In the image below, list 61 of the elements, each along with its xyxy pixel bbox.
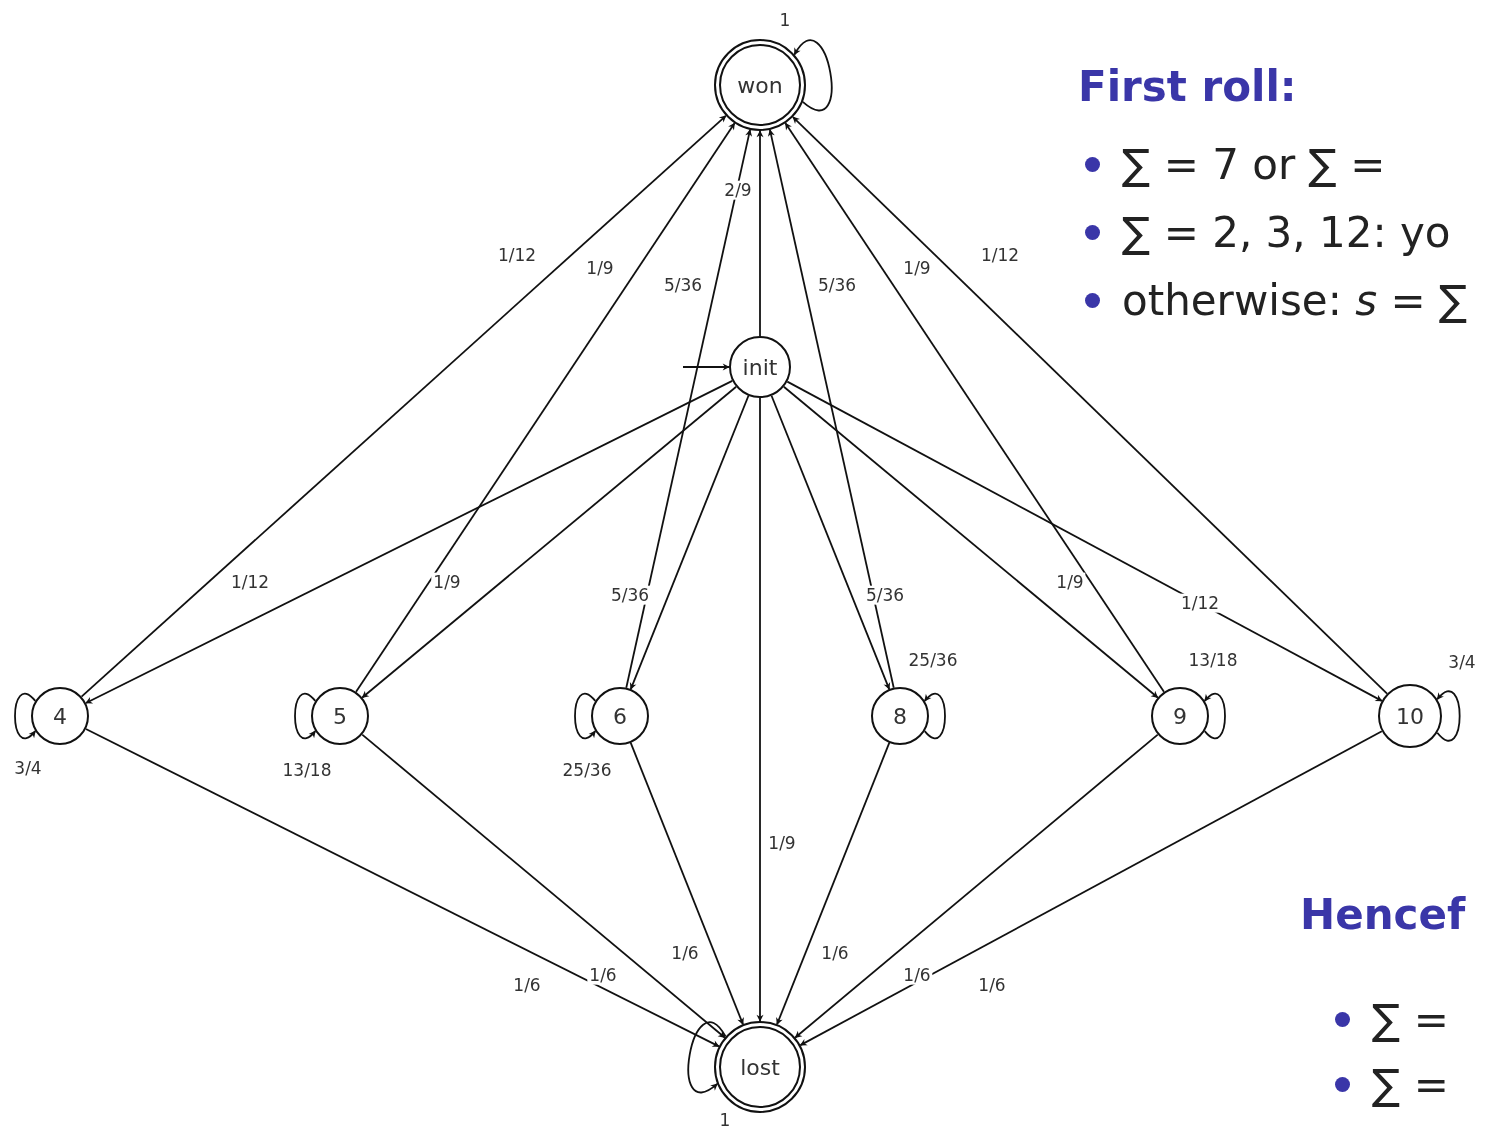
self-loop-arrow — [294, 692, 317, 740]
state-circle — [729, 336, 791, 398]
arrow — [80, 114, 727, 698]
edge-label: 25/36 — [906, 650, 960, 670]
state-label: 9 — [1173, 703, 1187, 729]
self-loop-arrow — [574, 692, 597, 740]
state-label: won — [737, 72, 783, 98]
arrow — [361, 385, 738, 699]
arrow — [85, 379, 734, 704]
bullet-text: ∑ = 2, 3, 12: yo — [1122, 208, 1451, 257]
heading: Hencef — [1300, 890, 1466, 939]
state-label: lost — [740, 1054, 780, 1080]
bullet-text: otherwise: s = ∑ — [1122, 276, 1468, 325]
state-circle — [31, 687, 89, 745]
edge-label: 1/6 — [587, 965, 619, 985]
state-label: 8 — [893, 703, 907, 729]
self-loop-arrow — [14, 692, 37, 740]
edge-label: 2/9 — [722, 180, 754, 200]
self-loop-arrow — [793, 39, 833, 111]
arrow — [756, 397, 764, 1022]
bullet-text: ∑ = — [1372, 995, 1449, 1044]
arrow — [361, 733, 726, 1039]
accepting-state-circle — [714, 1021, 806, 1113]
accepting-state-circle — [714, 39, 806, 131]
arrow — [770, 394, 891, 690]
edge-label: 25/36 — [560, 760, 614, 780]
arrow — [792, 116, 1388, 695]
bullet-text: ∑ = 7 or ∑ = — [1122, 140, 1386, 189]
state-label: init — [742, 354, 778, 380]
state-circle — [1151, 687, 1209, 745]
state-circle — [311, 687, 369, 745]
arrow — [776, 742, 891, 1026]
arrow — [799, 730, 1383, 1047]
state-circle — [1378, 684, 1442, 748]
arrow — [629, 394, 750, 690]
self-loop-arrow — [1436, 690, 1461, 742]
self-loop-arrow — [1203, 692, 1226, 740]
arrow — [784, 122, 1165, 693]
arrow — [629, 742, 744, 1026]
arrow — [85, 728, 720, 1048]
state-label: 10 — [1396, 703, 1424, 729]
edge-label: 1/9 — [431, 572, 463, 592]
bullet-text: ∑ = — [1372, 1060, 1449, 1109]
state-label: 6 — [613, 703, 627, 729]
arrow — [786, 380, 1383, 702]
state-circle — [591, 687, 649, 745]
state-label: 5 — [333, 703, 347, 729]
edge-label: 3/4 — [12, 758, 44, 778]
edge-label: 3/4 — [1446, 652, 1478, 672]
arrow — [782, 385, 1159, 699]
arrow — [682, 363, 730, 371]
state-circle — [871, 687, 929, 745]
state-label: 4 — [53, 703, 67, 729]
arrow — [756, 130, 764, 337]
arrow — [355, 122, 736, 693]
arrow — [767, 129, 895, 689]
self-loop-arrow — [687, 1021, 727, 1093]
arrow — [625, 129, 753, 689]
self-loop-arrow — [923, 692, 946, 740]
heading: First roll: — [1078, 62, 1297, 111]
arrow — [794, 733, 1159, 1039]
